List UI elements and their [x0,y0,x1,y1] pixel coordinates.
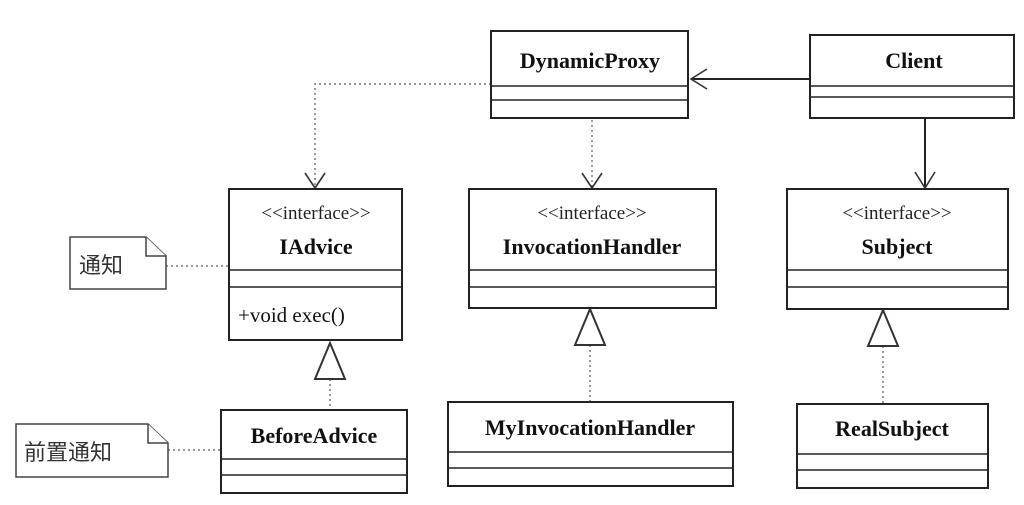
association-client-to-subject [914,118,936,190]
class-dynamicproxy[interactable]: DynamicProxy [490,30,689,119]
class-name-iadvice: IAdvice [279,234,353,259]
class-subject[interactable]: <<interface>> Subject [786,188,1009,310]
stereotype-iadvice: <<interface>> [261,203,370,224]
class-name-subject: Subject [862,234,934,259]
realization-myinvocationhandler-to-invocationhandler [573,306,607,402]
class-name-realsubject: RealSubject [835,416,949,441]
method-exec: +void exec() [238,303,345,327]
class-myinvocationhandler[interactable]: MyInvocationHandler [447,401,734,487]
association-client-to-dynamicproxy [689,68,810,90]
class-name-client: Client [885,48,943,73]
dependency-dynamicproxy-to-invocationhandler [581,120,603,190]
stereotype-invocationhandler: <<interface>> [537,203,646,224]
stereotype-subject: <<interface>> [842,203,951,224]
class-client[interactable]: Client [809,34,1015,119]
note-before-advice-text: 前置通知 [24,441,112,466]
class-beforeadvice[interactable]: BeforeAdvice [220,409,408,494]
realization-realsubject-to-subject [866,307,900,404]
class-invocationhandler[interactable]: <<interface>> InvocationHandler [468,188,717,309]
note-advice-text: 通知 [79,254,123,279]
class-name-invocationhandler: InvocationHandler [503,234,682,259]
class-name-dynamicproxy: DynamicProxy [520,48,660,73]
dependency-dynamicproxy-to-iadvice [304,83,491,190]
class-name-myinvocationhandler: MyInvocationHandler [485,415,695,440]
note-before-advice[interactable]: 前置通知 [15,423,169,478]
class-name-beforeadvice: BeforeAdvice [251,423,378,448]
realization-beforeadvice-to-iadvice [313,340,347,410]
class-iadvice[interactable]: <<interface>> IAdvice +void exec() [228,188,403,341]
class-realsubject[interactable]: RealSubject [796,403,989,489]
note-advice[interactable]: 通知 [69,236,167,290]
